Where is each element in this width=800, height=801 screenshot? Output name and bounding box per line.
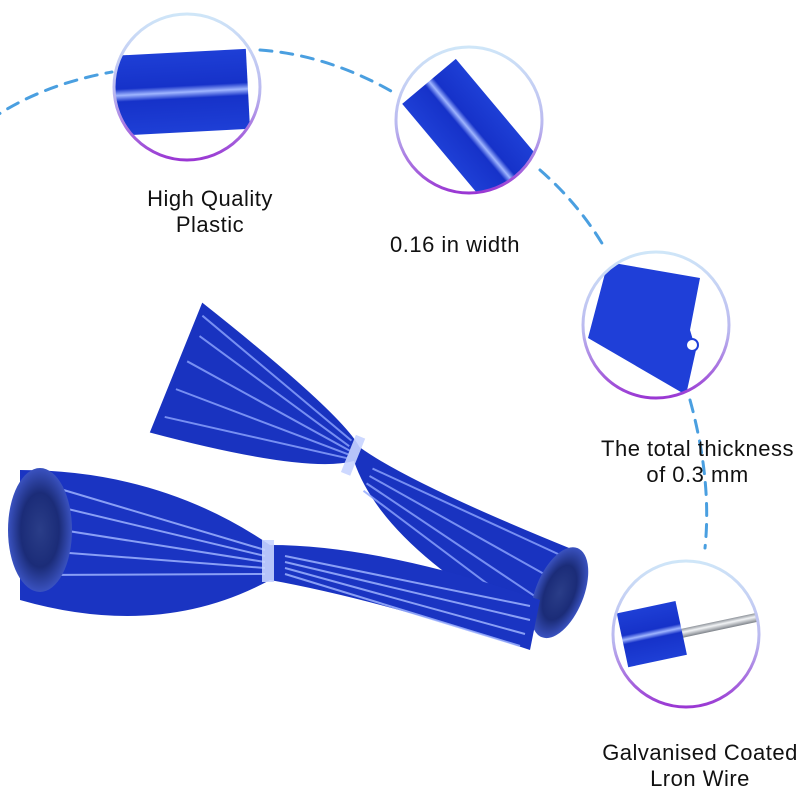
twist-tie-bundles-icon bbox=[8, 302, 589, 650]
dashed-guide-arc bbox=[0, 48, 709, 550]
plastic-strip-closeup-icon bbox=[112, 12, 262, 162]
feature-label-width: 0.16 in width bbox=[389, 232, 521, 257]
feature-label-thickness: The total thickness of 0.3 mm bbox=[601, 436, 794, 487]
strip-thickness-closeup-icon bbox=[581, 250, 731, 400]
feature-label-plastic: High Quality Plastic bbox=[147, 186, 273, 237]
strip-width-closeup-icon bbox=[394, 45, 544, 195]
wire-core-closeup-icon bbox=[611, 559, 761, 709]
feature-label-wire: Galvanised Coated Lron Wire bbox=[602, 740, 798, 791]
